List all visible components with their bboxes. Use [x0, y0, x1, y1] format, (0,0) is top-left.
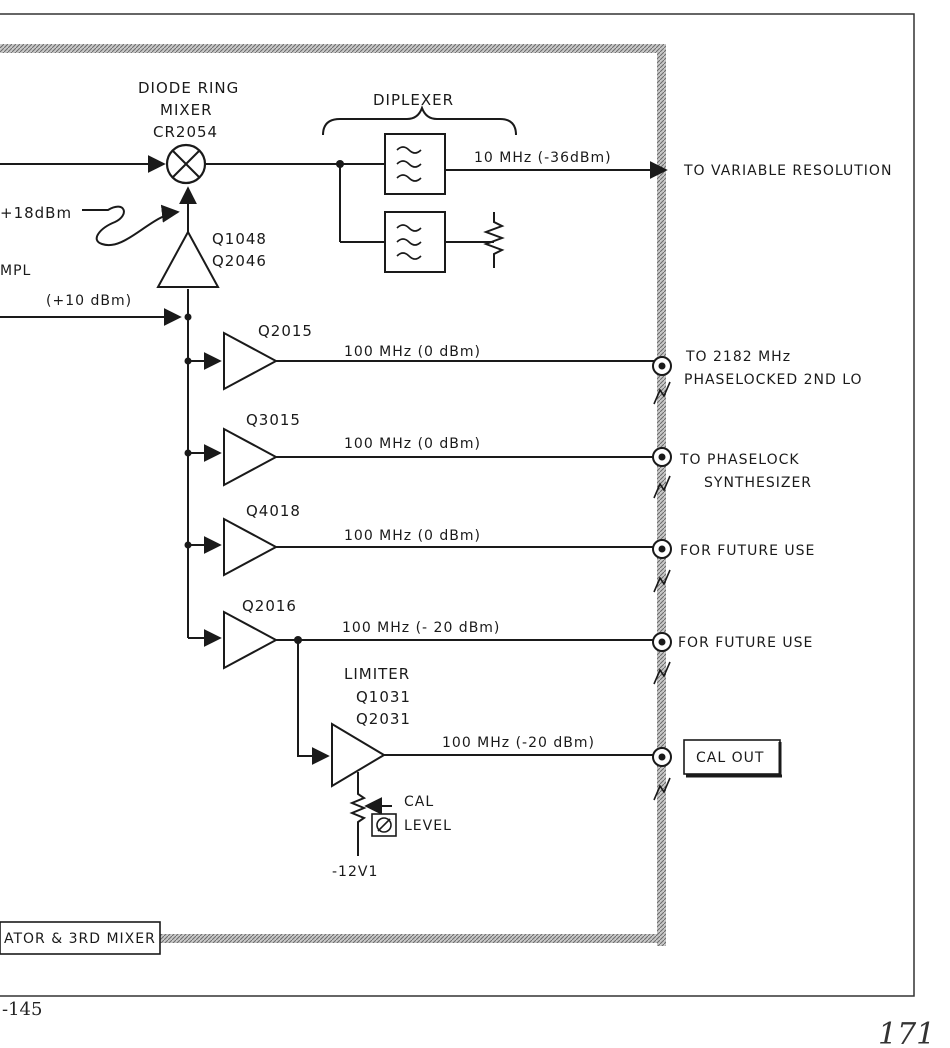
mixer-title-line1: DIODE RING	[138, 79, 239, 97]
lo-amplifier	[156, 229, 220, 288]
amp-q3015-dest-line1: TO PHASELOCK	[679, 452, 800, 468]
amp-q3015-dest-line2: SYNTHESIZER	[704, 475, 812, 491]
supply-voltage: -12V1	[332, 864, 378, 880]
page-number: 171	[878, 1017, 935, 1048]
amp-q4018-ref: Q4018	[246, 502, 301, 520]
amplifier-q2016	[223, 610, 279, 670]
diplexer-label: DIPLEXER	[373, 91, 454, 109]
if-output-signal: 10 MHz (-36dBm)	[474, 150, 612, 166]
amp-q2015-dest-line1: TO 2182 MHz	[685, 349, 791, 365]
connector-q2016	[652, 632, 672, 685]
limiter-amplifier	[331, 722, 386, 788]
amp-q2016-signal: 100 MHz (- 20 dBm)	[342, 620, 500, 636]
connector-q2015	[652, 356, 672, 405]
limiter-title: LIMITER	[344, 665, 410, 683]
amp-q2015-dest-line2: PHASELOCKED 2ND LO	[684, 372, 863, 388]
cal-level-pot	[349, 790, 367, 828]
diplexer-brace	[322, 105, 517, 136]
input-label-fragment: MPL	[0, 263, 31, 279]
mixer-title-line2: MIXER	[160, 101, 213, 119]
assembly-border-bottom	[150, 934, 666, 943]
termination-resistor	[483, 212, 505, 268]
lo-amp-ref2: Q2046	[212, 252, 267, 270]
if-output-destination: TO VARIABLE RESOLUTION	[683, 163, 892, 179]
cal-out-box	[683, 739, 782, 778]
amp-q3015-signal: 100 MHz (0 dBm)	[344, 436, 481, 452]
cal-out-label: CAL OUT	[696, 750, 764, 766]
assembly-border-right	[657, 44, 666, 946]
connector-q3015	[652, 447, 672, 499]
assembly-border-top	[0, 44, 665, 53]
amp-q2016-dest: FOR FUTURE USE	[678, 635, 813, 651]
amp-q4018-signal: 100 MHz (0 dBm)	[344, 528, 481, 544]
amp-q2015-signal: 100 MHz (0 dBm)	[344, 344, 481, 360]
mixer-ref: CR2054	[153, 123, 218, 141]
lo-drive-squiggle	[82, 204, 180, 247]
mixer-symbol	[165, 143, 207, 185]
cal-out-connector	[652, 747, 672, 801]
amp-q3015-ref: Q3015	[246, 411, 301, 429]
assembly-label: ATOR & 3RD MIXER	[4, 931, 156, 947]
amplifier-q3015	[223, 427, 279, 487]
amplifier-q4018	[223, 517, 279, 577]
highpass-filter	[384, 211, 446, 273]
pot-label-level: LEVEL	[404, 818, 452, 834]
limiter-signal: 100 MHz (-20 dBm)	[442, 735, 595, 751]
limiter-ref1: Q1031	[356, 688, 411, 706]
pot-label-cal: CAL	[404, 794, 434, 810]
input-level: (+10 dBm)	[46, 293, 132, 309]
amp-q2016-ref: Q2016	[242, 597, 297, 615]
assembly-label-box	[0, 921, 161, 955]
amplifier-q2015	[223, 331, 279, 391]
limiter-ref2: Q2031	[356, 710, 411, 728]
lowpass-filter	[384, 133, 446, 195]
lo-amp-ref1: Q1048	[212, 230, 267, 248]
amp-q4018-dest: FOR FUTURE USE	[680, 543, 815, 559]
amp-q2015-ref: Q2015	[258, 322, 313, 340]
lo-drive-level: +18dBm	[0, 204, 72, 222]
page-frame	[0, 13, 915, 997]
limiter-input-line	[297, 640, 330, 765]
cal-level-adjust-icon	[371, 813, 397, 837]
connector-q4018	[652, 539, 672, 593]
figure-ref: -145	[2, 999, 42, 1020]
